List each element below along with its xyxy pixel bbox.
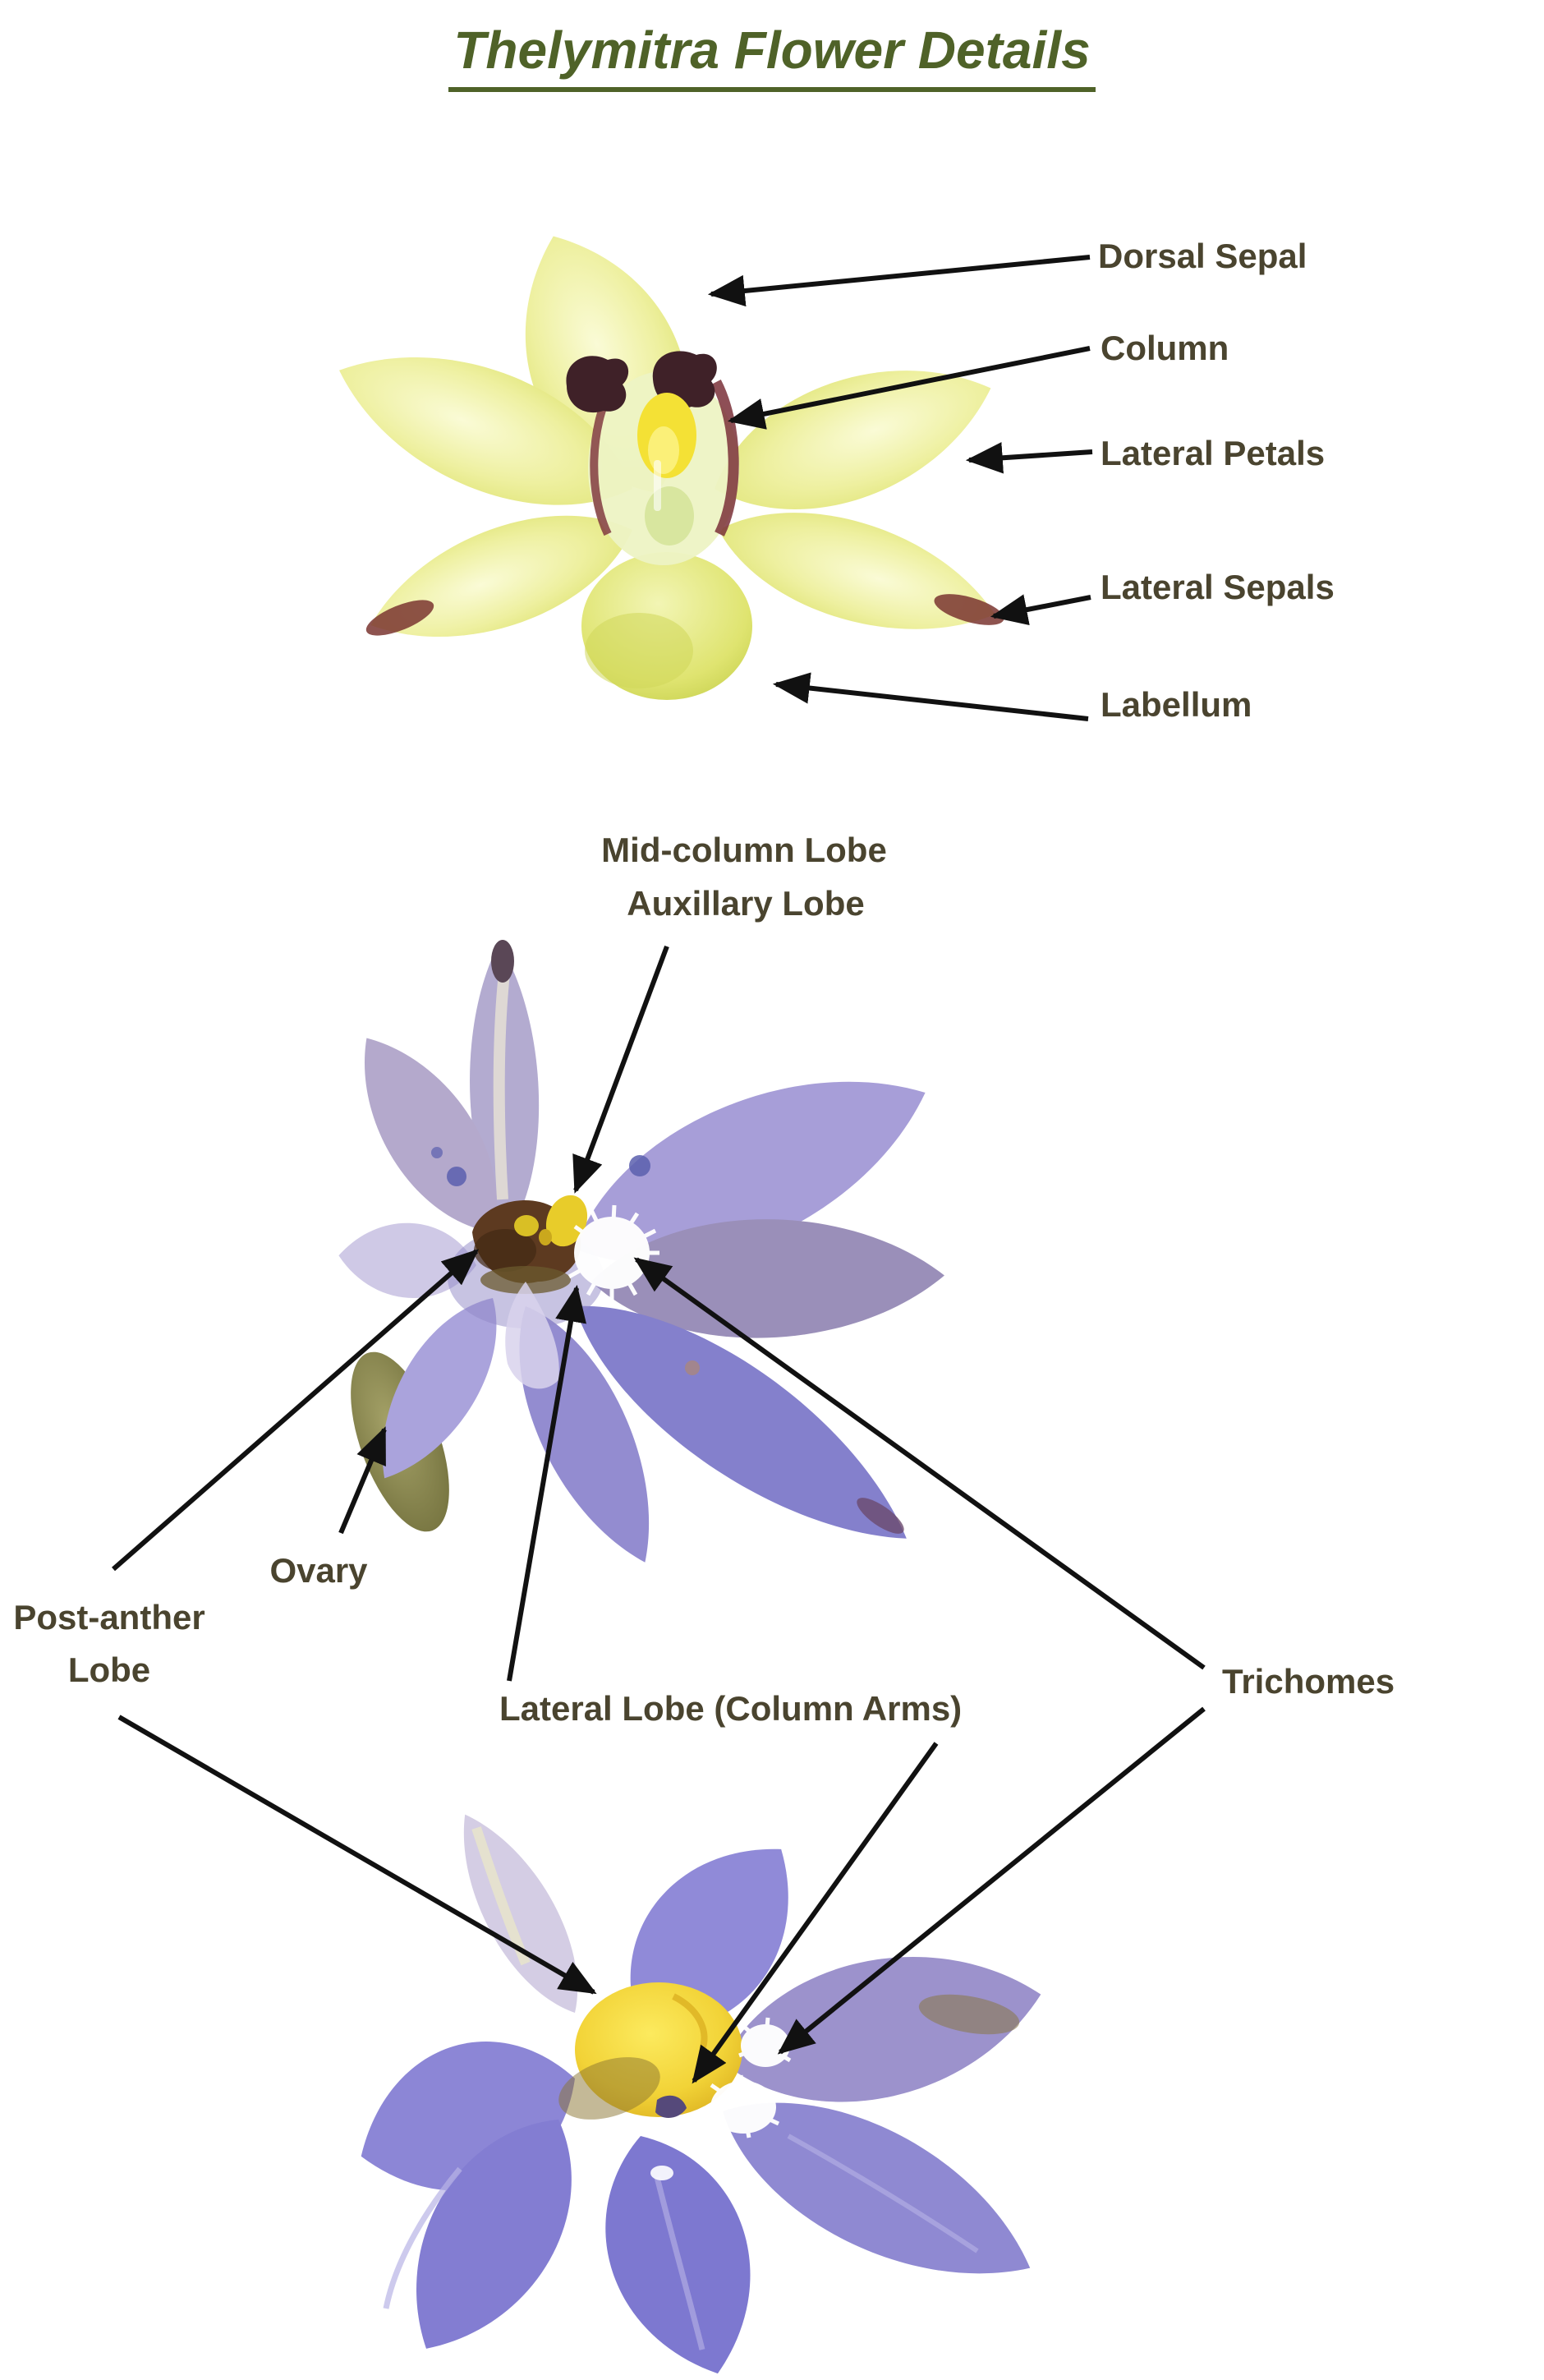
flower-photo-blue-side — [329, 940, 954, 1582]
trichome-tuft — [568, 1204, 659, 1300]
arrow-lateral-sepals — [990, 594, 1091, 626]
labellum-lip — [505, 1282, 559, 1389]
label-column: Column — [1101, 329, 1229, 367]
trichome-speck — [650, 2166, 673, 2180]
anther-highlight — [648, 426, 679, 474]
pollen-yellow — [514, 1215, 539, 1236]
arrow-trichomes-upper — [633, 1257, 1206, 1670]
label-lateral-sepals: Lateral Sepals — [1101, 568, 1335, 606]
center-notch — [655, 2095, 687, 2118]
pollen-yellow — [545, 1195, 588, 1247]
arrow-ovary — [338, 1426, 387, 1535]
anther-lobe — [566, 356, 629, 413]
flower-photo-blue-top — [336, 1798, 1057, 2380]
petal-dark-tip — [857, 1498, 904, 1534]
sepal-tip — [365, 600, 434, 636]
petal-streak — [493, 973, 510, 1200]
petal-freckle — [447, 1167, 466, 1186]
petal-freckle — [629, 1155, 650, 1176]
petal — [694, 332, 1012, 545]
hood-fold — [672, 1993, 708, 2049]
label-lateral-lobe: Lateral Lobe (Column Arms) — [499, 1689, 963, 1728]
pollen-yellow — [539, 1229, 552, 1245]
petal-vein — [787, 2134, 979, 2253]
arrow-labellum — [772, 672, 1089, 721]
petal-freckle — [685, 1360, 700, 1375]
arrow-mid-column-lobe — [572, 945, 669, 1194]
labellum-shade — [585, 613, 693, 688]
trichome-tuft — [705, 2074, 783, 2138]
petal-olive-shade — [918, 1994, 1020, 2035]
stigma-streak — [654, 460, 661, 511]
anther-mass-dark — [474, 1229, 536, 1272]
petal-vein — [383, 2166, 462, 2309]
label-post-anther-lobe: Post-anther Lobe — [13, 1591, 204, 1696]
anther-mass-olive — [480, 1266, 571, 1294]
label-labellum: Labellum — [1101, 685, 1252, 724]
arrow-trichomes-lower — [777, 1706, 1206, 2055]
petal-freckle — [431, 1147, 443, 1158]
annotation-arrows — [112, 255, 1206, 2084]
sepal-tip — [934, 594, 1004, 625]
column-rim — [711, 380, 739, 536]
title-wrap: Thelymitra Flower Details — [0, 20, 1544, 92]
label-ovary: Ovary — [269, 1551, 368, 1590]
label-auxillary-lobe: Auxillary Lobe — [627, 884, 865, 923]
petal-dark-tip — [491, 940, 514, 983]
hood-shade — [558, 2057, 660, 2120]
label-lateral-petals: Lateral Petals — [1101, 434, 1326, 472]
label-dorsal-sepal: Dorsal Sepal — [1098, 237, 1307, 275]
petal-vein — [654, 2176, 705, 2350]
page-title: Thelymitra Flower Details — [448, 20, 1096, 92]
arrow-lateral-lobe-upper — [507, 1284, 587, 1682]
label-mid-column-lobe: Mid-column Lobe — [601, 831, 887, 869]
label-post-anther-line1: Post-anther — [13, 1598, 205, 1637]
arrow-lateral-lobe-lower — [692, 1742, 939, 2084]
arrow-post-anther-lower — [117, 1715, 597, 1995]
flower-photo-yellow-front — [317, 208, 1012, 700]
arrow-dorsal-sepal — [707, 255, 1091, 307]
arrow-lateral-petals — [965, 442, 1093, 474]
arrow-column — [727, 346, 1091, 430]
arrow-post-anther-upper — [112, 1249, 480, 1572]
column-throat — [645, 486, 694, 546]
label-post-anther-line2: Lobe — [67, 1650, 151, 1689]
label-trichomes: Trichomes — [1222, 1662, 1395, 1701]
